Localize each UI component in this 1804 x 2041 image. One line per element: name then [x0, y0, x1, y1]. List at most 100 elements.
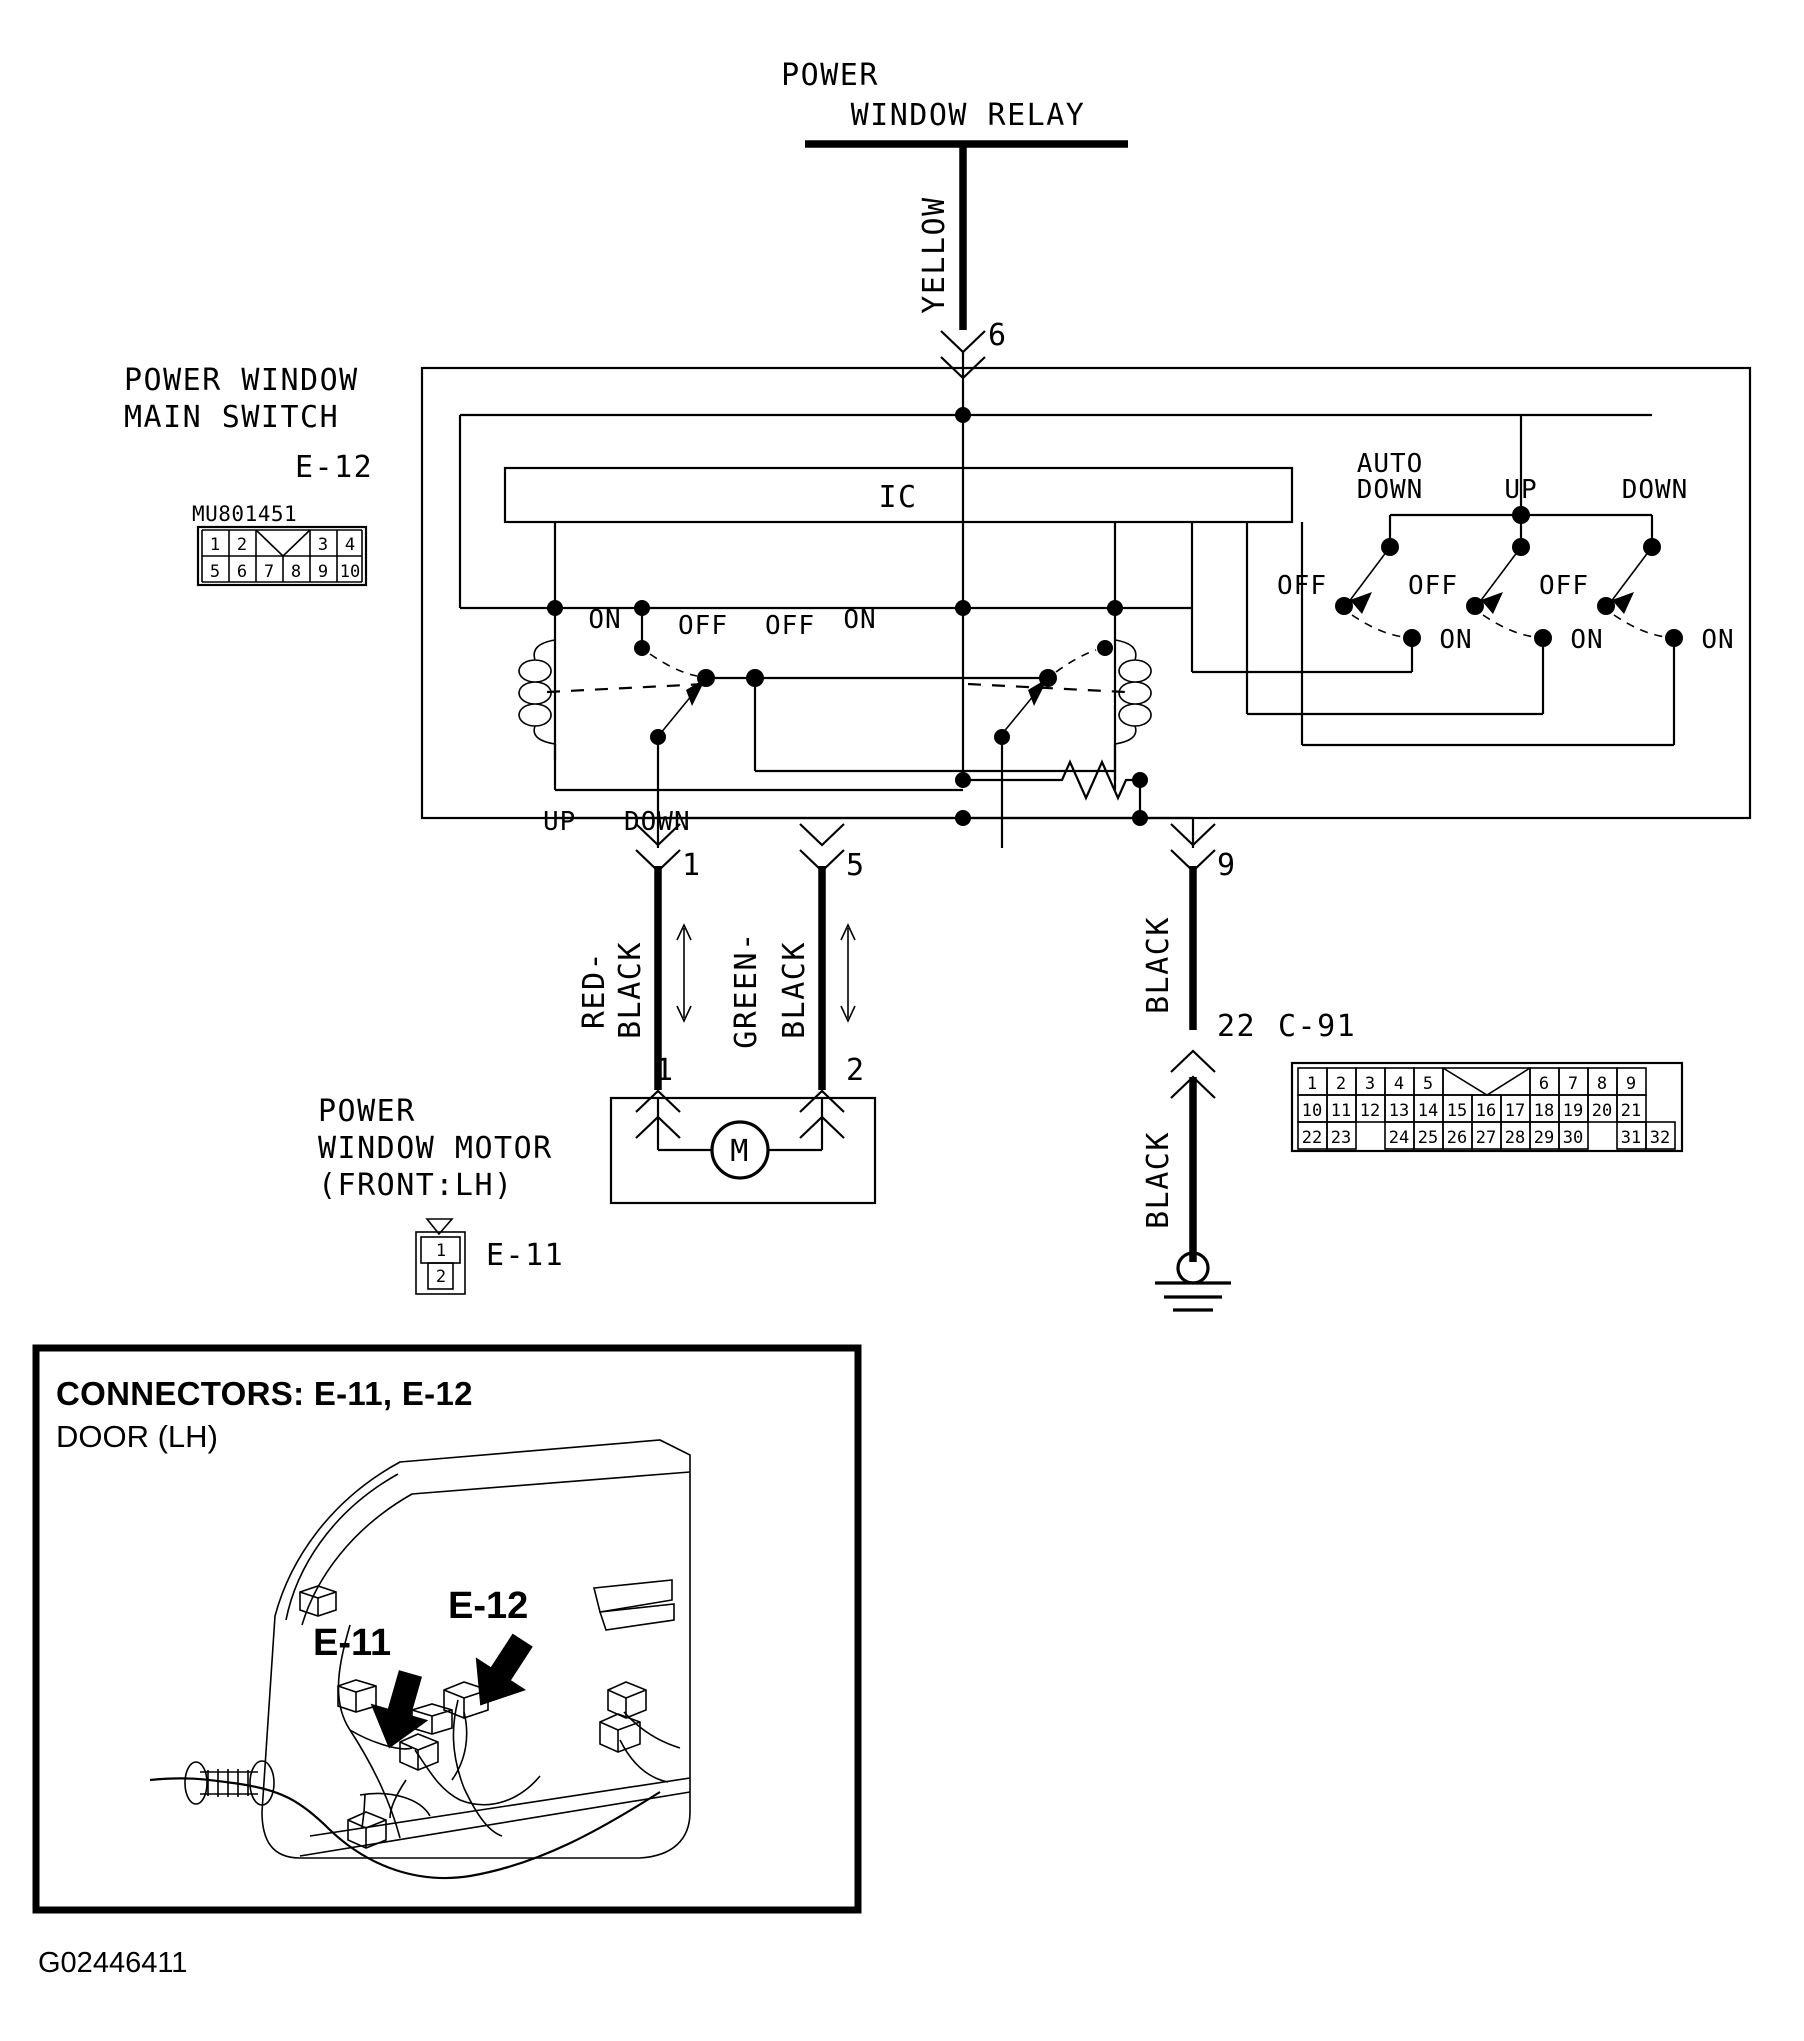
- relay-coil-left: [518, 639, 557, 790]
- connector-block-f: [347, 1811, 387, 1849]
- connector-cube-h: [599, 1713, 641, 1753]
- switch1-on-label: ON: [1439, 625, 1472, 655]
- harness-branch-2: [349, 1729, 413, 1750]
- switch2-arm-arrowhead: [1481, 592, 1503, 614]
- armature-link-right: [967, 682, 1126, 694]
- green-black-label-line2: BLACK: [777, 941, 812, 1039]
- red-black-arrow-up: [676, 923, 692, 941]
- connector-panel-subtitle: DOOR (LH): [56, 1419, 218, 1454]
- green-black-arrow-up: [840, 923, 856, 941]
- motor-title-line2: WINDOW MOTOR: [318, 1131, 553, 1166]
- red-black-label-line2: BLACK: [613, 941, 648, 1039]
- connector-block-b: [337, 1679, 377, 1713]
- c91-pin-17: 17: [1505, 1101, 1525, 1121]
- motor-symbol: M: [730, 1134, 750, 1169]
- switch-label-autodown-line2: DOWN: [1357, 475, 1424, 505]
- mu-grid-outer: [196, 525, 368, 587]
- contact-label-up: UP: [543, 807, 576, 837]
- resistor-symbol: [1048, 759, 1140, 801]
- c91-row-3: 22 23 24 25 26 27 28 29 30 31 32: [1297, 1121, 1676, 1150]
- contact-label-right-on: ON: [843, 605, 876, 635]
- callout-e11-arrow: [370, 1666, 429, 1749]
- switch2-off-terminal: [1466, 597, 1484, 615]
- switch3-arm: [1609, 546, 1653, 604]
- harness-branch-9: [623, 1711, 681, 1749]
- mu-pin-9: 9: [318, 562, 328, 582]
- switch3-on-arc: [1613, 614, 1667, 638]
- c91-cell-23: [1326, 1121, 1357, 1150]
- switch1-arm-arrowhead: [1350, 592, 1372, 614]
- connector-cube-f-edges: [347, 1819, 387, 1848]
- connector-block-c: [399, 1733, 439, 1771]
- connector-block-a: [299, 1585, 337, 1617]
- e11-cell-2: [427, 1262, 454, 1290]
- connector-cube-g-edges: [607, 1689, 647, 1718]
- pin9-arrowhead-upper: [1170, 823, 1216, 847]
- c91-pin-26: 26: [1447, 1128, 1467, 1148]
- grommet-ribs: [207, 1769, 249, 1797]
- c91-pin-11: 11: [1331, 1101, 1351, 1121]
- c91-pin-1: 1: [1307, 1074, 1317, 1094]
- harness-branch-7: [361, 1794, 366, 1829]
- pin-number-22: 22: [1217, 1009, 1256, 1044]
- c91-pin-3: 3: [1365, 1074, 1375, 1094]
- junction-bottom-center: [955, 810, 971, 826]
- callout-e12: E-12: [448, 1585, 533, 1706]
- relay-label-line1: POWER: [781, 58, 879, 93]
- mu-pin-5: 5: [210, 562, 220, 582]
- door-outline: [261, 1439, 691, 1859]
- switch-down[interactable]: OFF ON: [1300, 515, 1735, 747]
- pin22-arrowhead-upper: [1170, 1049, 1216, 1073]
- switch3-on-label: ON: [1701, 625, 1734, 655]
- contact-right-on-terminal: [1097, 640, 1113, 656]
- e11-outer: [415, 1231, 466, 1295]
- switch-bank: AUTO DOWN UP DOWN OFF ON: [1190, 415, 1735, 747]
- junction-bottom-right: [1132, 810, 1148, 826]
- c91-pin-12: 12: [1360, 1101, 1380, 1121]
- connector-e11: 1 2 E-11: [415, 1218, 563, 1295]
- door-illustration: E-11 E-12: [149, 1439, 691, 1880]
- contact-left-off-arc: [649, 653, 698, 677]
- contact-left-on-terminal: [634, 640, 650, 656]
- switch2-arm: [1478, 546, 1522, 604]
- motor-circle: [710, 1120, 770, 1180]
- red-black-arrow-down: [676, 1005, 692, 1023]
- connector-cube-g: [607, 1681, 647, 1719]
- c91-pin-30: 30: [1563, 1128, 1583, 1148]
- door-trim-upper: [301, 1471, 691, 1626]
- main-switch-title-line1: POWER WINDOW: [124, 363, 359, 398]
- c91-pin-23: 23: [1331, 1128, 1351, 1148]
- switch-label-down: DOWN: [1622, 475, 1689, 505]
- c91-pin-7: 7: [1568, 1074, 1578, 1094]
- c91-pin-13: 13: [1389, 1101, 1409, 1121]
- callout-e12-arrow: [475, 1627, 533, 1706]
- harness-branch-3: [359, 1792, 431, 1817]
- mu-pin-3: 3: [318, 535, 328, 555]
- connector-cube-a: [299, 1585, 337, 1617]
- c91-pin-10: 10: [1302, 1101, 1322, 1121]
- connector-cube-e12: [443, 1681, 489, 1719]
- c91-pin-16: 16: [1476, 1101, 1496, 1121]
- mu-pin-8: 8: [291, 562, 301, 582]
- main-switch-internal-wiring: IC: [458, 407, 1735, 848]
- connector-panel-title: CONNECTORS: E-11, E-12: [56, 1375, 473, 1412]
- ground-symbol: [1155, 1251, 1231, 1312]
- main-switch-part-number: MU801451: [192, 502, 297, 526]
- c91-pin-21: 21: [1621, 1101, 1641, 1121]
- c91-pin-28: 28: [1505, 1128, 1525, 1148]
- pin-number-6: 6: [988, 318, 1006, 353]
- pin1-arrowhead-upper: [635, 823, 681, 847]
- green-black-arrow-down: [840, 1005, 856, 1023]
- yellow-wire: YELLOW 6: [917, 144, 1006, 415]
- motor-terminal-2: 2: [846, 1053, 864, 1088]
- switch-up[interactable]: OFF ON: [1245, 515, 1604, 716]
- connector-cube-h-edges: [599, 1721, 641, 1752]
- diagram-code: G02446411: [38, 1947, 187, 1979]
- ic-label: IC: [878, 480, 917, 515]
- c91-keyway-cell: [1442, 1067, 1531, 1096]
- harness-branch-8: [389, 1779, 407, 1819]
- harness-branch-5: [451, 1711, 468, 1781]
- c91-pin-31: 31: [1621, 1128, 1641, 1148]
